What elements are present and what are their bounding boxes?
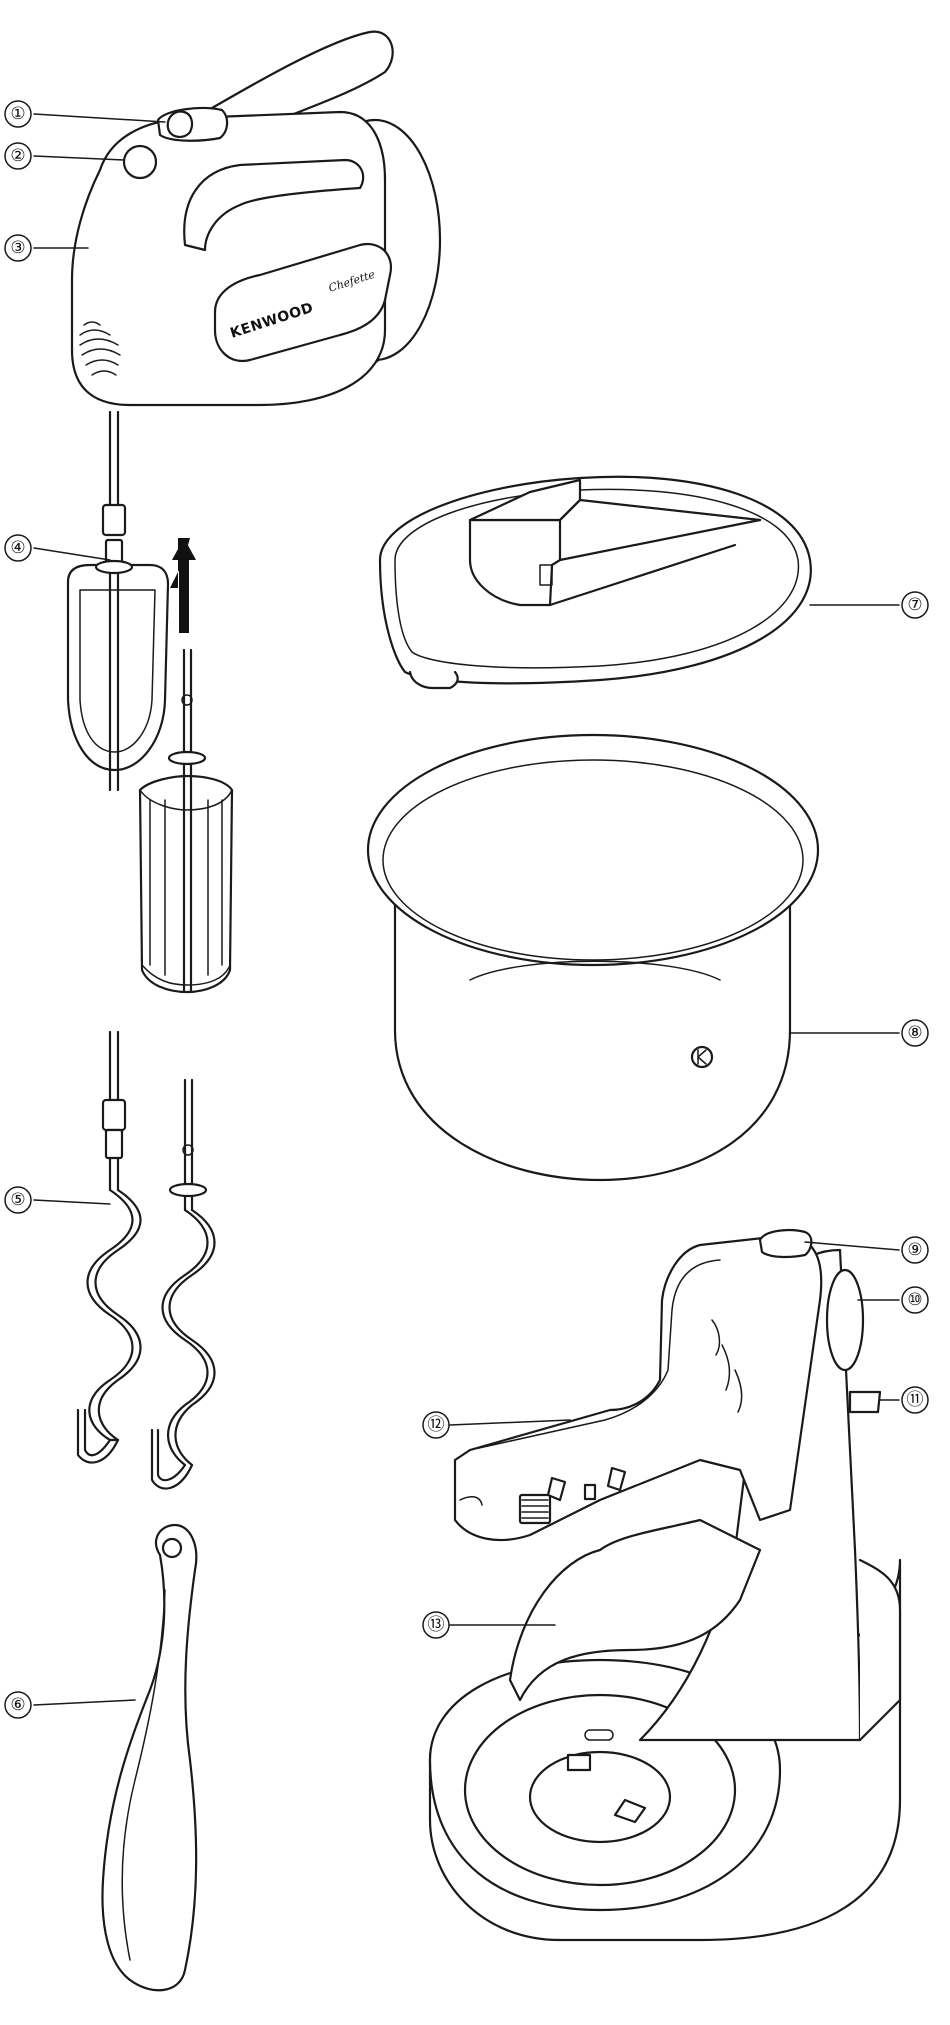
callout-6-label: ⑥ bbox=[10, 1695, 25, 1715]
callout-1-label: ① bbox=[10, 104, 25, 124]
callout-5: ⑤ bbox=[5, 1187, 31, 1213]
callout-8: ⑧ bbox=[902, 1020, 928, 1046]
callout-11: ⑪ bbox=[902, 1387, 928, 1413]
callout-12-label: ⑫ bbox=[428, 1415, 445, 1435]
mixer-stand bbox=[430, 1230, 900, 1940]
callout-12: ⑫ bbox=[423, 1412, 449, 1438]
callout-6: ⑥ bbox=[5, 1692, 31, 1718]
callout-3: ③ bbox=[5, 235, 31, 261]
callout-13: ⑬ bbox=[423, 1612, 449, 1638]
callout-7: ⑦ bbox=[902, 592, 928, 618]
callout-11-label: ⑪ bbox=[907, 1390, 924, 1410]
callout-8-label: ⑧ bbox=[907, 1023, 922, 1043]
mixing-bowl bbox=[368, 735, 818, 1180]
callout-10-label: ⑩ bbox=[907, 1290, 922, 1310]
callout-4-label: ④ bbox=[10, 538, 25, 558]
hand-mixer: KENWOOD Chefette bbox=[72, 32, 440, 405]
callout-9-label: ⑨ bbox=[907, 1240, 922, 1260]
callout-1: ① bbox=[5, 101, 31, 127]
beaters bbox=[68, 412, 232, 992]
callout-10: ⑩ bbox=[902, 1287, 928, 1313]
callout-5-label: ⑤ bbox=[10, 1190, 25, 1210]
callout-2-label: ② bbox=[10, 146, 25, 166]
callout-4: ④ bbox=[5, 535, 31, 561]
callout-2: ② bbox=[5, 143, 31, 169]
callout-9: ⑨ bbox=[902, 1237, 928, 1263]
callout-3-label: ③ bbox=[10, 238, 25, 258]
spatula bbox=[102, 1525, 196, 1990]
dough-hooks bbox=[78, 1032, 215, 1489]
bowl-lid bbox=[380, 477, 811, 688]
callout-13-label: ⑬ bbox=[428, 1615, 445, 1635]
insert-arrow-icon bbox=[170, 538, 196, 633]
callout-7-label: ⑦ bbox=[907, 595, 922, 615]
